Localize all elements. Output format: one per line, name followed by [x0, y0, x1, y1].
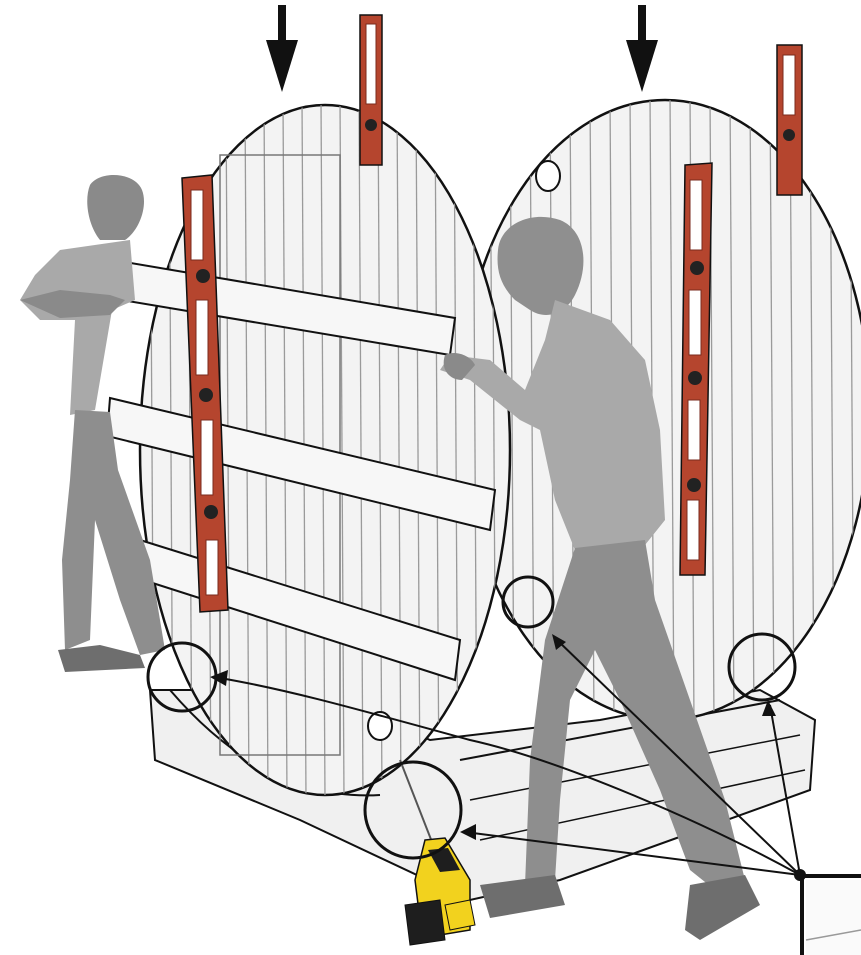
spirit-level	[360, 15, 382, 165]
down-arrow	[266, 5, 298, 92]
down-arrow	[626, 5, 658, 92]
spirit-level	[777, 45, 802, 195]
hole	[536, 161, 560, 191]
inset-box	[802, 876, 861, 955]
